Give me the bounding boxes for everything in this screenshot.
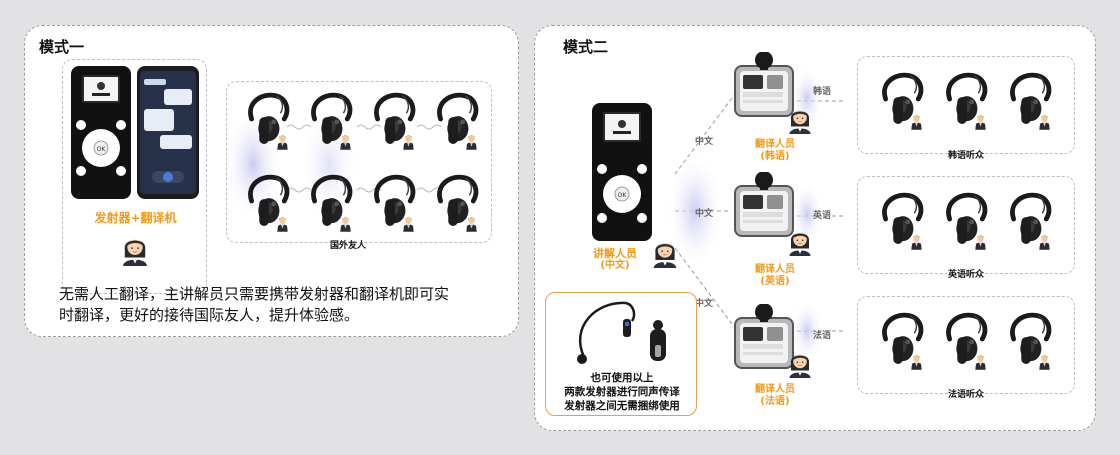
headset-transmitter-icon bbox=[566, 297, 676, 367]
note-box: 也可使用以上 两款发射器进行同声传译 发射器之间无需捆绑使用 bbox=[545, 292, 697, 416]
presenter-avatar-icon bbox=[118, 232, 152, 266]
target-lang-2: 英语 bbox=[813, 208, 831, 221]
note-text: 也可使用以上 两款发射器进行同声传译 发射器之间无需捆绑使用 bbox=[546, 371, 698, 413]
listener-person-icon bbox=[402, 216, 415, 232]
korean-audience-label: 韩语听众 bbox=[857, 148, 1075, 161]
listener-person-icon bbox=[276, 134, 289, 150]
chinese-label-1: 中文 bbox=[695, 134, 713, 147]
audience-label: 国外友人 bbox=[330, 238, 366, 251]
note-line2: 两款发射器进行同声传译 bbox=[546, 385, 698, 399]
translator-label-2: 翻译人员 (英语) bbox=[745, 264, 805, 288]
translator-avatar-icon bbox=[785, 348, 815, 378]
translator-role-1: 翻译人员 bbox=[745, 139, 805, 151]
listener-person-icon bbox=[974, 234, 987, 250]
note-line3: 发射器之间无需捆绑使用 bbox=[546, 399, 698, 413]
listener-person-icon bbox=[276, 216, 289, 232]
speaker-role: 讲解人员 bbox=[585, 248, 645, 260]
target-lang-1: 韩语 bbox=[813, 84, 831, 97]
mode1-description-line1: 无需人工翻译，主讲解员只需要携带发射器和翻译机即可实 bbox=[59, 284, 509, 305]
note-line1: 也可使用以上 bbox=[546, 371, 698, 385]
translator-label-3: 翻译人员 (法语) bbox=[745, 384, 805, 408]
device-box: OK 发射器+翻译机 bbox=[62, 59, 207, 294]
translator-role-3: 翻译人员 bbox=[745, 384, 805, 396]
mode1-title: 模式一 bbox=[39, 36, 84, 57]
listener-person-icon bbox=[1038, 354, 1051, 370]
chinese-label-2: 中文 bbox=[695, 206, 713, 219]
presenter-avatar-icon bbox=[649, 236, 681, 268]
english-audience-label: 英语听众 bbox=[857, 267, 1075, 280]
target-lang-3: 法语 bbox=[813, 328, 831, 341]
listener-person-icon bbox=[910, 114, 923, 130]
translator-lang-1: (韩语) bbox=[745, 151, 805, 163]
translator-avatar-icon bbox=[785, 226, 815, 256]
translator-role-2: 翻译人员 bbox=[745, 264, 805, 276]
listener-person-icon bbox=[1038, 234, 1051, 250]
translator-lang-3: (法语) bbox=[745, 396, 805, 408]
svg-text:OK: OK bbox=[97, 146, 107, 153]
chinese-label-3: 中文 bbox=[695, 296, 713, 309]
mode1-description: 无需人工翻译，主讲解员只需要携带发射器和翻译机即可实 时翻译，更好的接待国际友人… bbox=[59, 284, 509, 326]
listener-person-icon bbox=[465, 216, 478, 232]
speaker-lang: (中文) bbox=[585, 260, 645, 272]
translator-avatar-icon bbox=[785, 104, 815, 134]
translator-device bbox=[136, 65, 200, 200]
mode1-description-line2: 时翻译，更好的接待国际友人，提升体验感。 bbox=[59, 305, 509, 326]
listener-person-icon bbox=[465, 134, 478, 150]
translator-label-1: 翻译人员 (韩语) bbox=[745, 139, 805, 163]
device-label: 发射器+翻译机 bbox=[63, 212, 208, 224]
transmitter-device: OK bbox=[591, 102, 653, 242]
listener-person-icon bbox=[402, 134, 415, 150]
translator-lang-2: (英语) bbox=[745, 276, 805, 288]
listener-person-icon bbox=[1038, 114, 1051, 130]
listener-person-icon bbox=[910, 354, 923, 370]
french-audience-label: 法语听众 bbox=[857, 387, 1075, 400]
transmitter-device: OK bbox=[70, 65, 132, 200]
listener-person-icon bbox=[339, 134, 352, 150]
speaker-label: 讲解人员 (中文) bbox=[585, 248, 645, 272]
listener-person-icon bbox=[974, 354, 987, 370]
listener-person-icon bbox=[339, 216, 352, 232]
listener-person-icon bbox=[974, 114, 987, 130]
listener-person-icon bbox=[910, 234, 923, 250]
svg-text:OK: OK bbox=[618, 192, 628, 199]
